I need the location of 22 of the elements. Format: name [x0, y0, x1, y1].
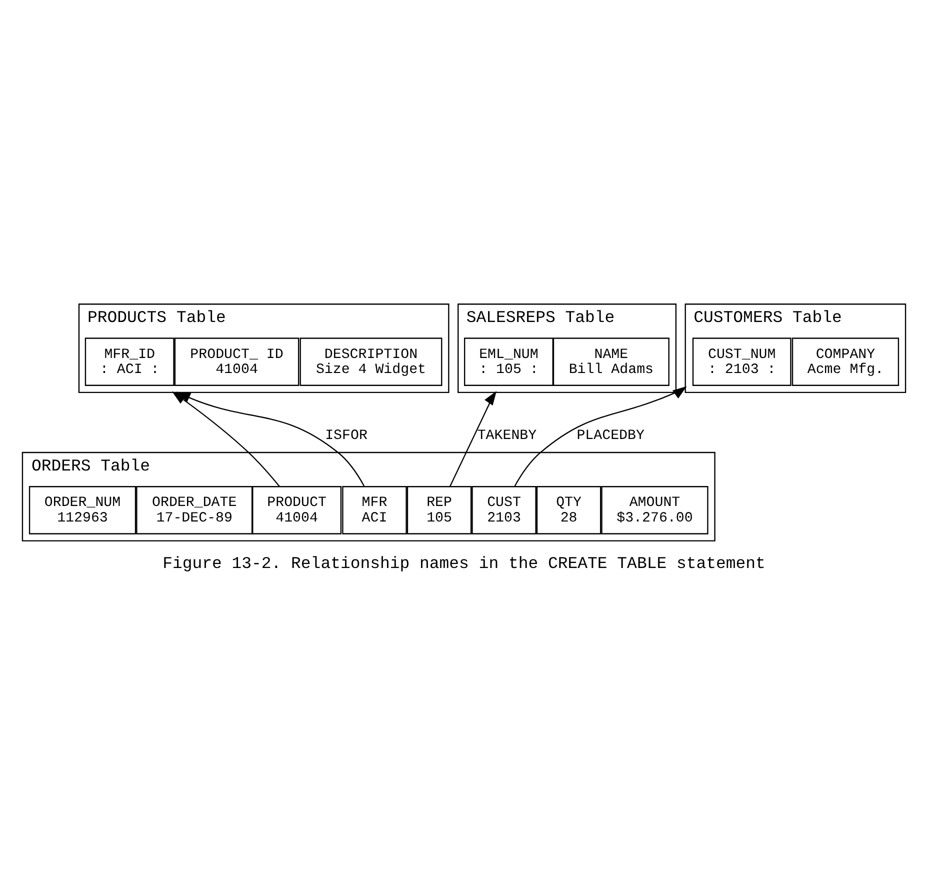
node-box: NAME Bill Adams	[552, 338, 670, 386]
edge-label: PLACEDBY	[576, 428, 644, 444]
arrow	[176, 392, 365, 486]
node-box: EML_NUM : 105 :	[464, 338, 554, 386]
node-box: MFR ACI	[342, 486, 407, 534]
edge-label: TAKENBY	[477, 428, 537, 444]
node-box: AMOUNT $3.276.00	[601, 486, 708, 534]
node-box: DESCRIPTION Size 4 Widget	[300, 338, 442, 386]
node-box: ORDER_NUM 112963	[28, 486, 136, 534]
arrow	[514, 386, 687, 487]
node-box: PRODUCT_ ID 41004	[174, 338, 300, 386]
node-box: CUST 2103	[472, 486, 536, 534]
node-box: ORDER_DATE 17-DEC-89	[136, 486, 253, 534]
arrow	[449, 390, 497, 487]
node-box: MFR_ID : ACI :	[84, 338, 174, 386]
node-box: QTY 28	[536, 486, 602, 534]
node-box: CUST_NUM : 2103 :	[692, 338, 792, 386]
caption: Figure 13-2. Relationship names in the CREATE TABLE statement	[162, 554, 766, 574]
node-box: REP 105	[406, 486, 472, 534]
node-box: PRODUCT 41004	[252, 486, 342, 534]
node-box: COMPANY Acme Mfg.	[792, 338, 900, 386]
edge-label: ISFOR	[325, 428, 368, 444]
